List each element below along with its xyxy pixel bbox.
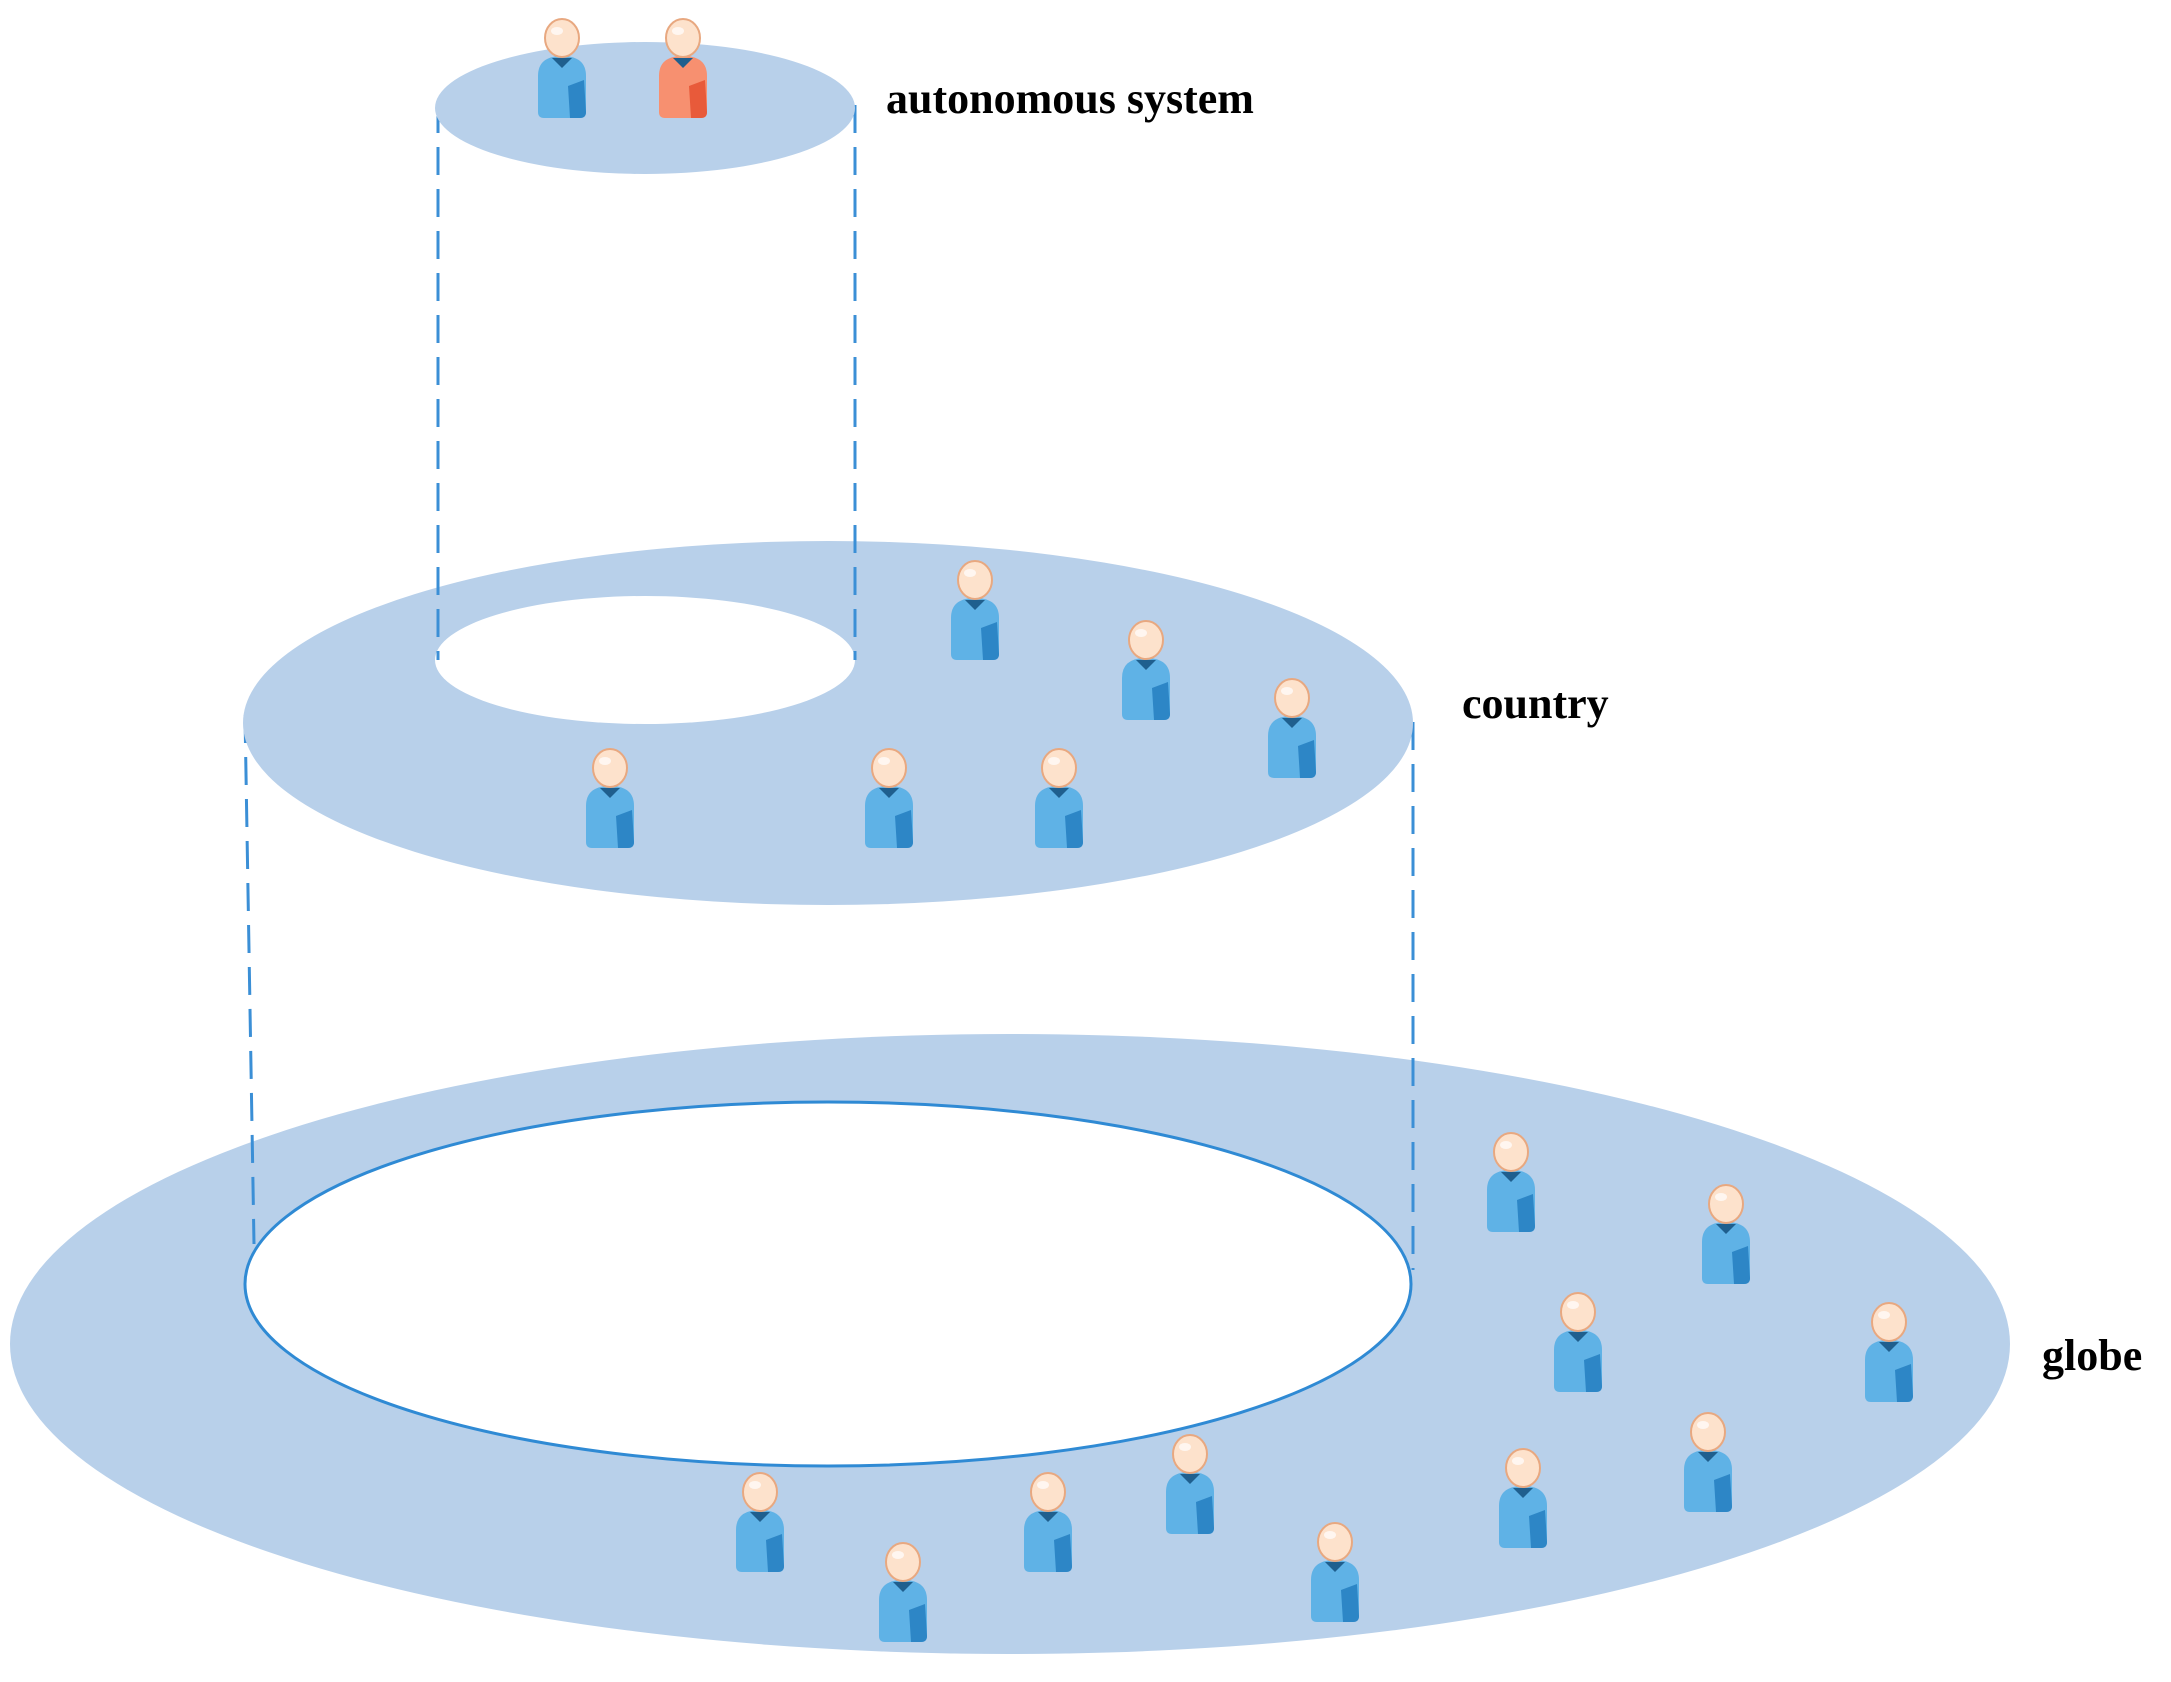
user-icon <box>1165 1434 1215 1535</box>
user-icon <box>1034 748 1084 849</box>
user-icon <box>1864 1302 1914 1403</box>
autonomous-system-disc <box>435 42 855 174</box>
user-icon <box>585 748 635 849</box>
user-icon <box>1486 1132 1536 1233</box>
globe-inner-ring <box>243 1100 1413 1468</box>
country-disc <box>243 541 1413 905</box>
user-icon <box>537 18 587 119</box>
dashed-connector-left <box>243 714 256 1245</box>
highlighted-user-icon <box>658 18 708 119</box>
country-label: country <box>1462 679 1609 728</box>
globe-label: globe <box>2042 1331 2142 1380</box>
autonomous-system-label: autonomous system <box>886 74 1254 123</box>
user-icon <box>1701 1184 1751 1285</box>
user-icon <box>1498 1448 1548 1549</box>
as-country-connectors <box>436 105 857 660</box>
user-icon <box>864 748 914 849</box>
autonomous-system-layer <box>435 42 855 174</box>
globe-layer <box>10 1034 2010 1654</box>
user-icon <box>878 1542 928 1643</box>
user-icon <box>1553 1292 1603 1393</box>
country-globe-connectors <box>243 714 1415 1270</box>
user-icon <box>950 560 1000 661</box>
user-icon <box>735 1472 785 1573</box>
user-icon <box>1023 1472 1073 1573</box>
country-inner-hole <box>435 596 855 724</box>
user-icon <box>1121 620 1171 721</box>
user-icon <box>1310 1522 1360 1623</box>
user-icon <box>1683 1412 1733 1513</box>
country-layer <box>243 541 1413 905</box>
user-icon <box>1267 678 1317 779</box>
